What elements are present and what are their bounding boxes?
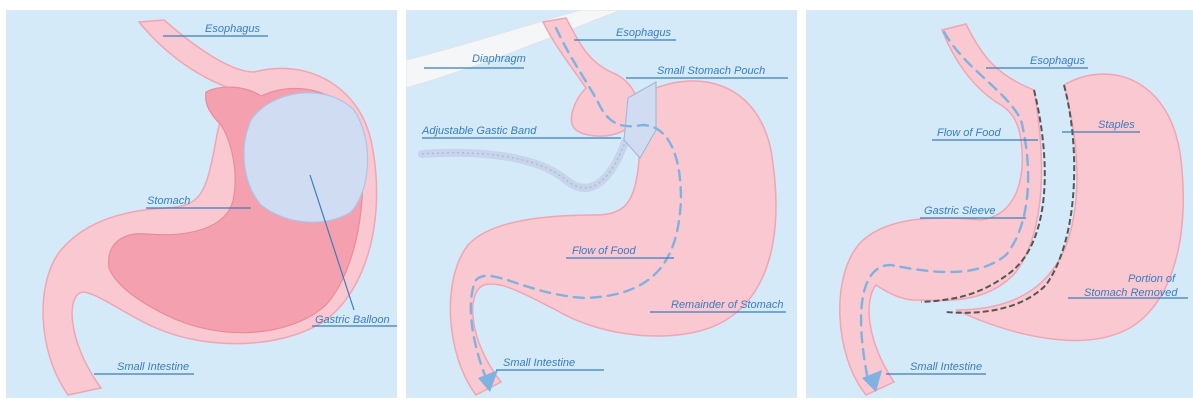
label-diaphragm: Diaphragm	[472, 53, 526, 65]
adjustable-gastric-band-tube	[422, 140, 626, 188]
label-stomach-removed: Stomach Removed	[1084, 287, 1178, 299]
panel-gastric-balloon: Esophagus Stomach Gastric Balloon Small …	[6, 10, 397, 398]
label-gastric-balloon: Gastric Balloon	[315, 314, 390, 326]
label-stomach: Stomach	[147, 195, 190, 207]
label-esophagus: Esophagus	[205, 23, 261, 35]
gastric-balloon	[244, 93, 368, 223]
label-small-stomach-pouch: Small Stomach Pouch	[657, 65, 765, 77]
label-remainder-of-stomach: Remainder of Stomach	[671, 299, 784, 311]
label-portion-of: Portion of	[1128, 273, 1176, 285]
panel-gastric-band: Diaphragm Esophagus Small Stomach Pouch …	[406, 10, 797, 398]
label-flow-of-food: Flow of Food	[572, 245, 636, 257]
label-flow-of-food: Flow of Food	[937, 127, 1001, 139]
gastric-band-diagram: Diaphragm Esophagus Small Stomach Pouch …	[406, 10, 797, 398]
label-esophagus: Esophagus	[616, 27, 672, 39]
label-small-intestine: Small Intestine	[117, 361, 189, 373]
label-staples: Staples	[1098, 119, 1135, 131]
panel-gastric-sleeve: Esophagus Flow of Food Staples Gastric S…	[806, 10, 1193, 398]
label-gastric-sleeve: Gastric Sleeve	[924, 205, 996, 217]
label-adjustable-gastric-band: Adjustable Gastic Band	[421, 125, 537, 137]
gastric-balloon-diagram: Esophagus Stomach Gastric Balloon Small …	[6, 10, 397, 398]
label-small-intestine: Small Intestine	[910, 361, 982, 373]
label-esophagus: Esophagus	[1030, 55, 1086, 67]
label-small-intestine: Small Intestine	[503, 357, 575, 369]
gastric-sleeve-diagram: Esophagus Flow of Food Staples Gastric S…	[806, 10, 1193, 398]
